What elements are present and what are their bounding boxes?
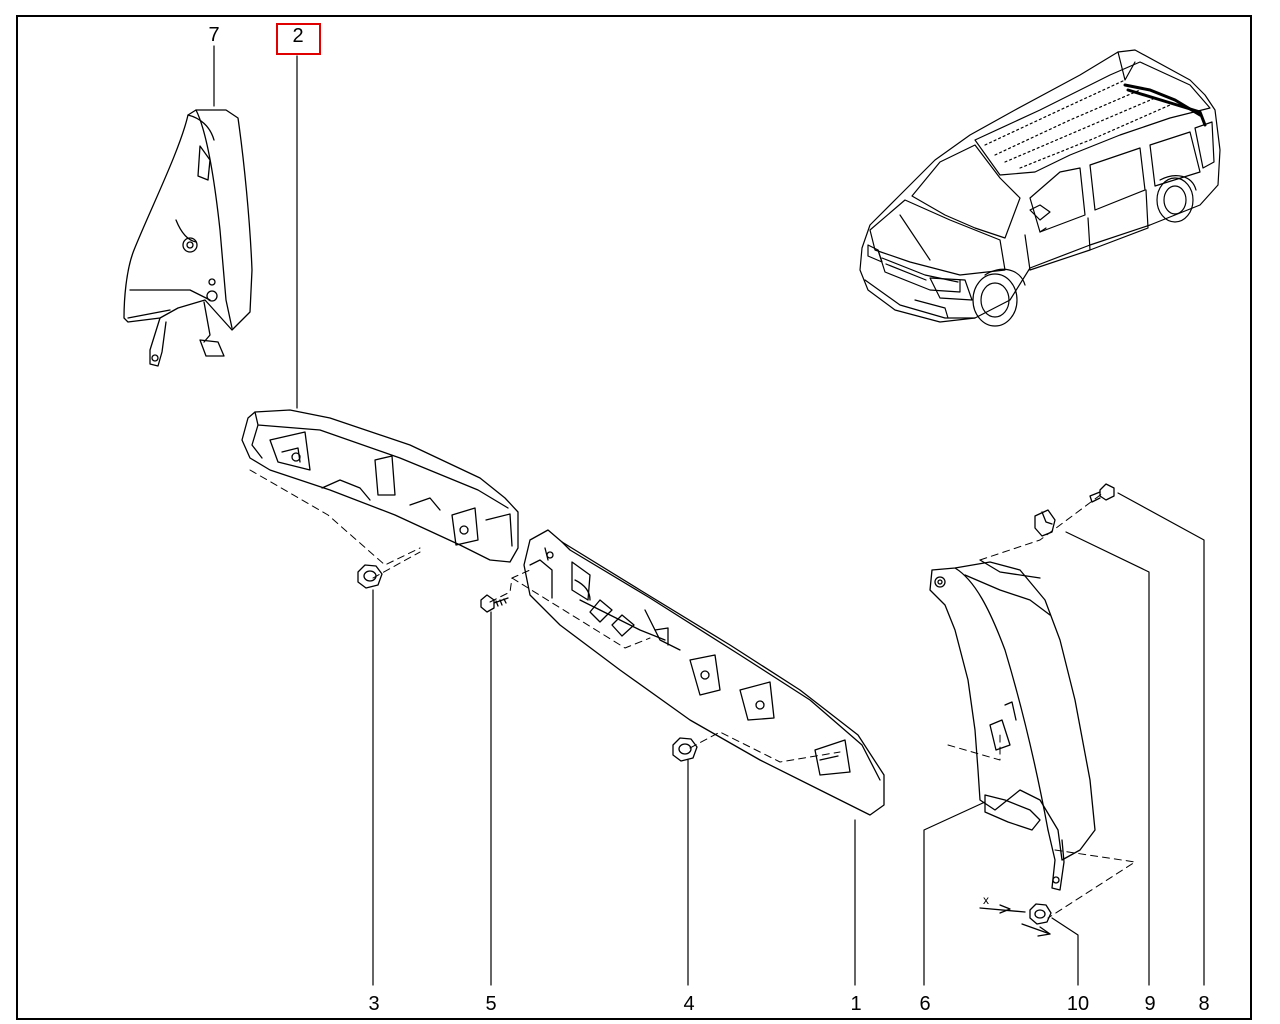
part-4-nut [672, 737, 698, 762]
part-3-nut [357, 564, 383, 589]
leader-6 [923, 801, 986, 986]
part-9-clip [1034, 509, 1056, 537]
part-6-right-tail-lamp [929, 559, 1096, 891]
callout-8[interactable]: 8 [1198, 993, 1210, 1015]
dimension-arrows [979, 904, 1051, 937]
diagram-frame [16, 15, 1252, 1020]
leader-lines [213, 45, 1205, 986]
part-5-screw [480, 594, 509, 613]
highlighted-part-box[interactable] [276, 23, 321, 55]
callout-4[interactable]: 4 [683, 993, 695, 1015]
callout-9[interactable]: 9 [1144, 993, 1156, 1015]
callout-2[interactable]: 2 [292, 25, 304, 47]
fasteners [357, 483, 1115, 937]
part-10-nut [1029, 903, 1052, 925]
leader-10 [1051, 917, 1079, 986]
part-1-right-trim-section [523, 529, 885, 816]
part-7-left-tail-lamp [123, 109, 253, 367]
dimension-x-label: x [983, 893, 989, 907]
callout-3[interactable]: 3 [368, 993, 380, 1015]
callout-5[interactable]: 5 [485, 993, 497, 1015]
dashed-guide-lines [249, 469, 1136, 919]
part-2-left-trim-section [241, 409, 519, 563]
callout-10[interactable]: 10 [1066, 993, 1090, 1015]
leader-8 [1117, 492, 1205, 986]
vehicle-illustration [859, 49, 1221, 327]
leader-9 [1065, 531, 1150, 986]
part-8-screw [1089, 483, 1115, 503]
callout-1[interactable]: 1 [850, 993, 862, 1015]
callout-7[interactable]: 7 [208, 24, 220, 46]
callout-6[interactable]: 6 [919, 993, 931, 1015]
